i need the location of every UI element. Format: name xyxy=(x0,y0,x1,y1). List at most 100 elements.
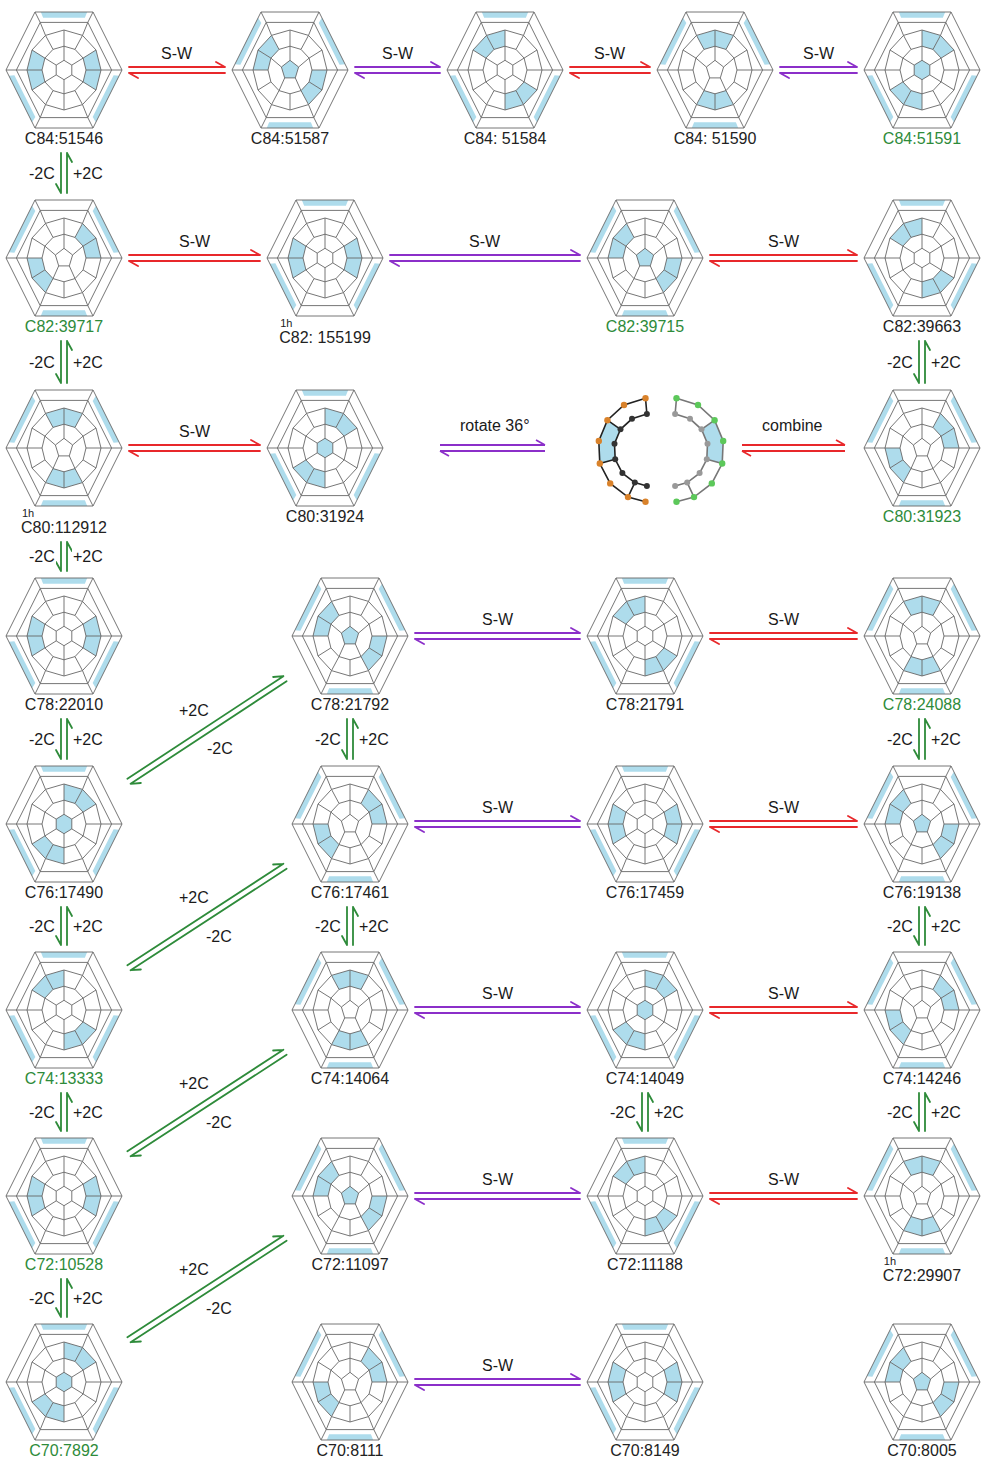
harpoon-line xyxy=(127,676,283,779)
harpoon-line xyxy=(342,907,347,945)
reversible-harpoon xyxy=(390,250,580,266)
fullerene-graph xyxy=(265,388,385,508)
pentagon-band xyxy=(327,876,373,882)
fullerene-node: C74:14049 xyxy=(585,950,705,1088)
fullerene-graph xyxy=(862,10,982,130)
edge-label: +2C xyxy=(178,702,210,719)
fullerene-graph xyxy=(862,198,982,318)
fullerene-node: C76:17459 xyxy=(585,764,705,902)
reversible-harpoon xyxy=(129,440,260,456)
carbon-bonds xyxy=(6,390,122,506)
carbon-bonds xyxy=(447,12,563,128)
fullerene-node: C78:21791 xyxy=(585,576,705,714)
pentagon-band xyxy=(41,578,87,584)
carbon-atoms xyxy=(612,411,650,489)
carbon-step-arrow xyxy=(342,719,347,759)
label-stack: C84:51587 xyxy=(251,130,329,148)
reversible-harpoon xyxy=(415,1002,580,1018)
label-stack: C70:8111 xyxy=(316,1442,383,1460)
label-stack: C72:11097 xyxy=(311,1256,388,1274)
pentagon-band xyxy=(899,876,945,882)
fullerene-node: C76:17490 xyxy=(4,764,124,902)
fullerene-node: C82:39663 xyxy=(862,198,982,336)
edge-label: +2C xyxy=(178,889,210,906)
edge-label: S-W xyxy=(767,1171,800,1188)
harpoon-line xyxy=(56,1279,61,1317)
carbon-step-arrow xyxy=(56,719,61,759)
fullerene-graph xyxy=(585,764,705,884)
edge-label: S-W xyxy=(160,45,193,62)
carbon-bonds xyxy=(6,1138,122,1254)
isomer-label: C82: 155199 xyxy=(279,329,371,347)
pentagon-band xyxy=(622,578,668,584)
edge-label: -2C xyxy=(205,1114,233,1131)
cage-bond xyxy=(675,398,722,497)
fullerene-graph xyxy=(290,764,410,884)
carbon-bonds xyxy=(864,766,980,882)
edge-label: S-W xyxy=(767,611,800,628)
carbon-step-arrow xyxy=(914,1093,919,1131)
carbon-step-arrow xyxy=(131,1241,287,1342)
carbon-step-arrow xyxy=(127,1050,283,1151)
isomer-label: C82:39715 xyxy=(606,318,684,336)
harpoon-line xyxy=(129,451,260,456)
isomer-label: C84: 51584 xyxy=(464,130,547,148)
label-stack: C76:17459 xyxy=(606,884,684,902)
label-stack: C84: 51590 xyxy=(674,130,757,148)
edge-label: S-W xyxy=(481,611,514,628)
cage-bond xyxy=(615,414,647,486)
harpoon-right xyxy=(742,440,845,445)
label-group: C84:51591 xyxy=(862,130,982,148)
edge-label: +2C xyxy=(72,548,104,565)
harpoon-line xyxy=(780,73,857,78)
isomer-label: C72:11188 xyxy=(607,1256,683,1274)
fullerene-node: C84: 51590 xyxy=(655,10,775,148)
label-group: 1hC82: 155199 xyxy=(265,318,385,347)
label-stack: C78:21791 xyxy=(606,696,684,714)
edge-label: -2C xyxy=(28,918,56,935)
harpoon-right xyxy=(440,440,545,445)
edge-label: -2C xyxy=(205,1300,233,1317)
edge-label: S-W xyxy=(468,233,501,250)
harpoon-line xyxy=(355,73,440,78)
harpoon-line xyxy=(710,1013,857,1018)
carbon-bonds xyxy=(292,766,408,882)
pentagon-band xyxy=(327,1062,373,1068)
label-group: C78:22010 xyxy=(4,696,124,714)
harpoon-line xyxy=(415,816,580,821)
harpoon-line xyxy=(710,639,857,644)
cage-bond xyxy=(599,398,646,502)
reversible-harpoon xyxy=(355,62,440,78)
edge-label: +2C xyxy=(930,918,962,935)
label-group: C74:14049 xyxy=(585,1070,705,1088)
fullerene-node: C70:8149 xyxy=(585,1322,705,1460)
label-group: C82:39663 xyxy=(862,318,982,336)
label-stack: C74:14246 xyxy=(883,1070,961,1088)
carbon-bonds xyxy=(587,200,703,316)
isomer-label: C74:14246 xyxy=(883,1070,961,1088)
isomer-label: C72:11097 xyxy=(311,1256,388,1274)
harpoon-line xyxy=(415,1002,580,1007)
harpoon-line xyxy=(127,1050,283,1151)
harpoon-line xyxy=(415,1374,580,1379)
fullerene-graph xyxy=(655,10,775,130)
label-group: C72:10528 xyxy=(4,1256,124,1274)
harpoon-line xyxy=(355,62,440,67)
fullerene-node: C84:51546 xyxy=(4,10,124,148)
fullerene-node: C74:13333 xyxy=(4,950,124,1088)
label-group: C76:17461 xyxy=(290,884,410,902)
edge-label: +2C xyxy=(72,731,104,748)
carbon-step-arrow xyxy=(56,341,61,383)
isomer-label: C84: 51590 xyxy=(674,130,757,148)
fullerene-graph xyxy=(585,198,705,318)
label-stack: C78:24088 xyxy=(883,696,961,714)
harpoon-line xyxy=(415,639,580,644)
harpoon-line xyxy=(710,628,857,633)
fullerene-node: 1hC80:112912 xyxy=(4,388,124,537)
pentagon-band xyxy=(899,1248,945,1254)
carbon-step-arrow xyxy=(56,907,61,945)
fullerene-graph xyxy=(4,10,124,130)
fullerene-node: C82:39717 xyxy=(4,198,124,336)
label-group: C84: 51590 xyxy=(655,130,775,148)
